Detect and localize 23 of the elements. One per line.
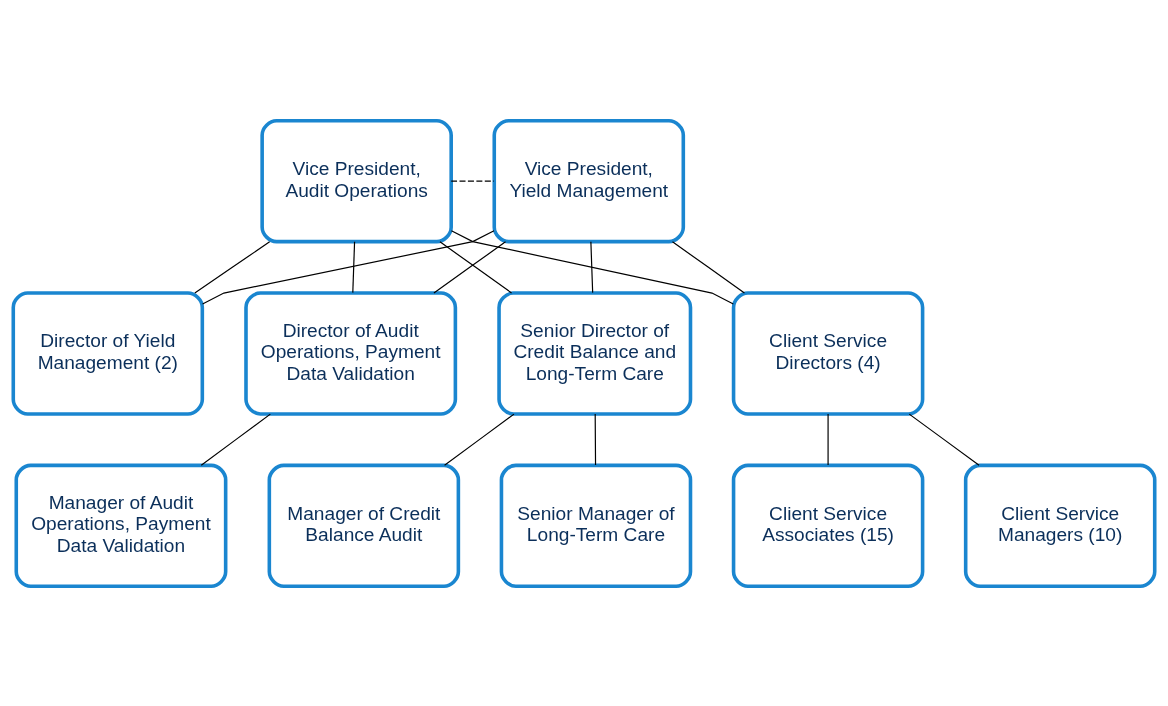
node-box: Client Service Directors (4) — [731, 290, 925, 416]
node-box: Manager of Credit Balance Audit — [267, 463, 461, 588]
node-box: Client Service Managers (10) — [963, 463, 1157, 588]
connector — [450, 180, 495, 182]
node-box: Client Service Associates (15) — [731, 463, 925, 588]
connector — [443, 413, 515, 466]
connector — [200, 413, 271, 466]
connector — [590, 240, 594, 293]
node-box: Manager of Audit Operations, Payment Data Validation — [14, 463, 228, 588]
node-box: Director of Audit Operations, Payment Data Validation — [244, 290, 458, 416]
node-box: Director of Yield Management (2) — [11, 290, 205, 416]
node-box: Senior Director of Credit Balance and Long-Term Care — [497, 290, 693, 416]
node-box: Vice President, Yield Management — [492, 118, 686, 243]
connector — [450, 229, 734, 305]
connector — [671, 240, 746, 293]
connector — [908, 413, 980, 466]
connector — [594, 413, 597, 466]
node-box: Senior Manager of Long-Term Care — [499, 463, 693, 588]
connector — [202, 229, 495, 305]
node-box: Vice President, Audit Operations — [260, 118, 453, 243]
connector — [194, 240, 271, 293]
connector — [827, 413, 829, 466]
connector — [352, 240, 356, 293]
